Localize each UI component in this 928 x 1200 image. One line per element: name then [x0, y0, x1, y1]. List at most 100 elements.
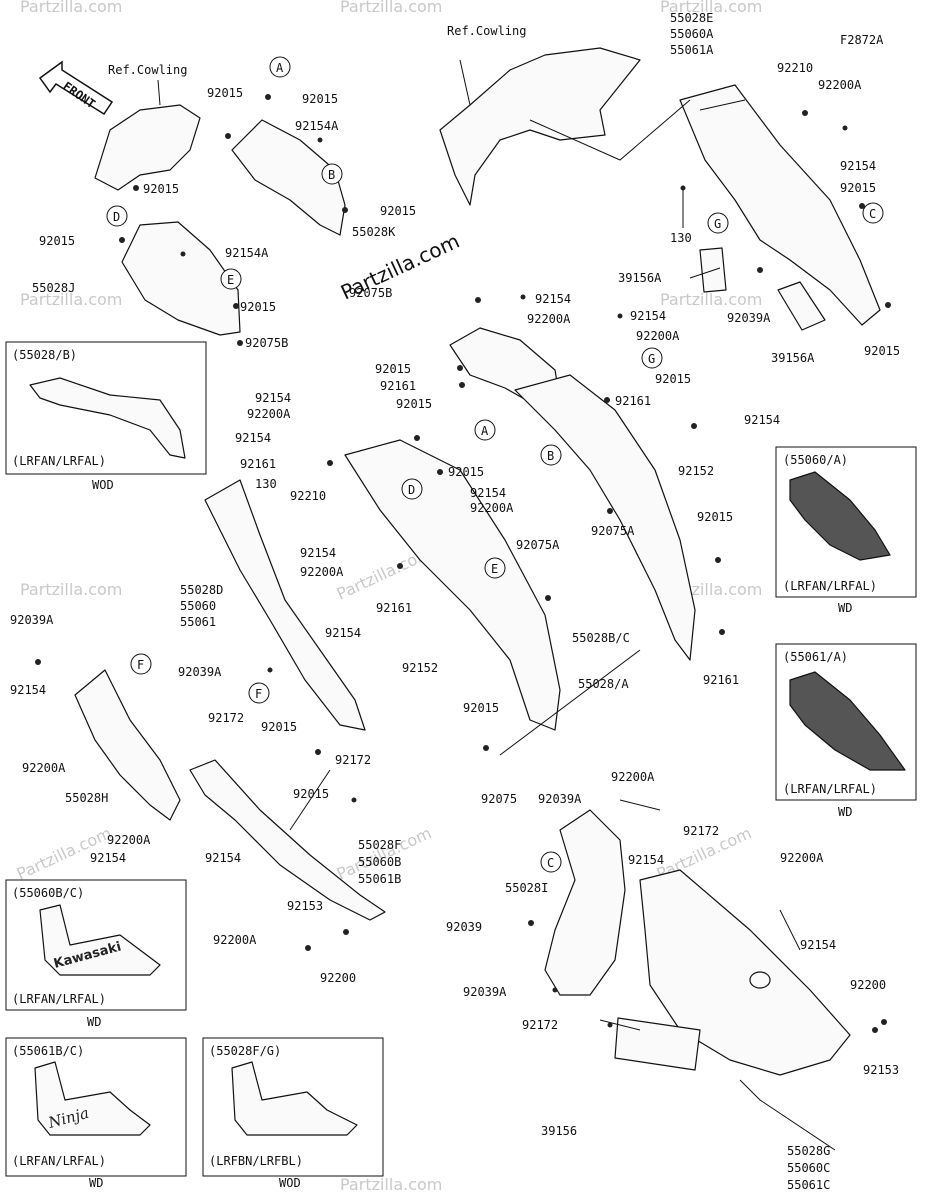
- label-92015: 92015: [840, 181, 876, 195]
- ref-cowling-left: Ref.Cowling: [108, 63, 187, 77]
- watermark: Partzilla.com: [340, 1175, 442, 1194]
- label-92015: 92015: [448, 465, 484, 479]
- label-92015: 92015: [207, 86, 243, 100]
- label-92153: 92153: [863, 1063, 899, 1077]
- label-39156: 39156: [541, 1124, 577, 1138]
- label-92200: 92200: [320, 971, 356, 985]
- svg-text:(55028/B): (55028/B): [12, 348, 77, 362]
- label-92200: 92200: [850, 978, 886, 992]
- label-55061C: 55061C: [787, 1178, 830, 1192]
- leader-lines: [157, 59, 836, 1151]
- callout-g: G: [714, 217, 721, 231]
- inner-cover-55028J: [121, 221, 241, 336]
- svg-text:(55061B/C): (55061B/C): [12, 1044, 84, 1058]
- label-92154: 92154: [10, 683, 46, 697]
- label-55060: 55060: [180, 599, 216, 613]
- label-92039: 92039: [446, 920, 482, 934]
- callout-c: C: [547, 856, 554, 870]
- label-92015: 92015: [655, 372, 691, 386]
- label-92015: 92015: [261, 720, 297, 734]
- bracket-left: [94, 104, 201, 191]
- label-55028I: 55028I: [505, 881, 548, 895]
- svg-text:(55061/A): (55061/A): [783, 650, 848, 664]
- label-92200A: 92200A: [22, 761, 66, 775]
- inner-panel-55028I: [544, 809, 626, 996]
- parts: [74, 47, 881, 1076]
- inner-cover-55028K: [231, 119, 346, 236]
- label-130: 130: [670, 231, 692, 245]
- label-92015: 92015: [380, 204, 416, 218]
- label-92039A: 92039A: [463, 985, 507, 999]
- label-92154: 92154: [255, 391, 291, 405]
- side-cowl-55028BC: [514, 374, 696, 661]
- label-92161: 92161: [703, 673, 739, 687]
- label-92172: 92172: [208, 711, 244, 725]
- watermark: Partzilla.com: [20, 290, 122, 309]
- under-cowl-55028F: [189, 759, 386, 921]
- label-92161: 92161: [380, 379, 416, 393]
- inset-caption: WD: [87, 1015, 101, 1029]
- part-labels: 55028E 55060A 55061A 92210 92200A 92154 …: [10, 11, 900, 1192]
- label-92075B: 92075B: [349, 286, 392, 300]
- ref-cowling-top: Ref.Cowling: [447, 24, 526, 38]
- callout-d: D: [113, 210, 120, 224]
- inset-caption: WOD: [92, 478, 114, 492]
- label-92039A: 92039A: [10, 613, 54, 627]
- label-55028BC: 55028B/C: [572, 631, 630, 645]
- callout-c: C: [869, 207, 876, 221]
- label-92152: 92152: [402, 661, 438, 675]
- label-92154: 92154: [535, 292, 571, 306]
- side-cowl-55028A: [344, 439, 561, 731]
- label-92154: 92154: [800, 938, 836, 952]
- svg-text:(55060/A): (55060/A): [783, 453, 848, 467]
- diagram-code: F2872A: [840, 33, 884, 47]
- inset-55028FG: (55028F/G) (LRFBN/LRFBL) WOD: [202, 1037, 384, 1190]
- label-92015: 92015: [697, 510, 733, 524]
- label-55060C: 55060C: [787, 1161, 830, 1175]
- callout-e: E: [227, 273, 234, 287]
- label-92015: 92015: [396, 397, 432, 411]
- inset-caption: WOD: [279, 1176, 301, 1190]
- callout-g: G: [648, 352, 655, 366]
- label-55028H: 55028H: [65, 791, 108, 805]
- label-92200A: 92200A: [818, 78, 862, 92]
- label-92152: 92152: [678, 464, 714, 478]
- label-92039A: 92039A: [538, 792, 582, 806]
- front-arrow: FRONT: [38, 60, 114, 116]
- label-92154: 92154: [744, 413, 780, 427]
- side-cowl-upper-right: [679, 84, 881, 326]
- svg-text:(LRFAN/LRFAL): (LRFAN/LRFAL): [12, 992, 106, 1006]
- label-92154: 92154: [840, 159, 876, 173]
- inset-55061BC: (55061B/C) Ninja (LRFAN/LRFAL) WD: [5, 1037, 187, 1190]
- label-92015: 92015: [293, 787, 329, 801]
- fasteners: [35, 94, 891, 1033]
- label-92200A: 92200A: [213, 933, 257, 947]
- label-92154: 92154: [90, 851, 126, 865]
- label-92039A: 92039A: [178, 665, 222, 679]
- label-92154: 92154: [325, 626, 361, 640]
- label-92154: 92154: [628, 853, 664, 867]
- inset-caption: WD: [838, 601, 852, 615]
- lower-cover-55028H: [74, 669, 181, 821]
- label-92154: 92154: [630, 309, 666, 323]
- label-92015: 92015: [302, 92, 338, 106]
- inset-caption: WD: [89, 1176, 103, 1190]
- inset-55060A: (55060/A) (LRFAN/LRFAL) WD: [775, 446, 917, 615]
- label-92161: 92161: [615, 394, 651, 408]
- inset-55060BC: (55060B/C) Kawasaki (LRFAN/LRFAL) WD: [5, 879, 187, 1029]
- label-55028D: 55028D: [180, 583, 223, 597]
- svg-text:(55060B/C): (55060B/C): [12, 886, 84, 900]
- label-55061A: 55061A: [670, 43, 714, 57]
- label-92172: 92172: [522, 1018, 558, 1032]
- label-92210: 92210: [290, 489, 326, 503]
- label-92015: 92015: [143, 182, 179, 196]
- svg-text:(LRFAN/LRFAL): (LRFAN/LRFAL): [12, 454, 106, 468]
- svg-text:(LRFAN/LRFAL): (LRFAN/LRFAL): [783, 782, 877, 796]
- label-92154: 92154: [470, 486, 506, 500]
- label-92154: 92154: [300, 546, 336, 560]
- watermark: Partzilla.com: [660, 290, 762, 309]
- label-92200A: 92200A: [636, 329, 680, 343]
- watermark: Partzilla.com: [660, 0, 762, 16]
- label-39156A: 39156A: [618, 271, 662, 285]
